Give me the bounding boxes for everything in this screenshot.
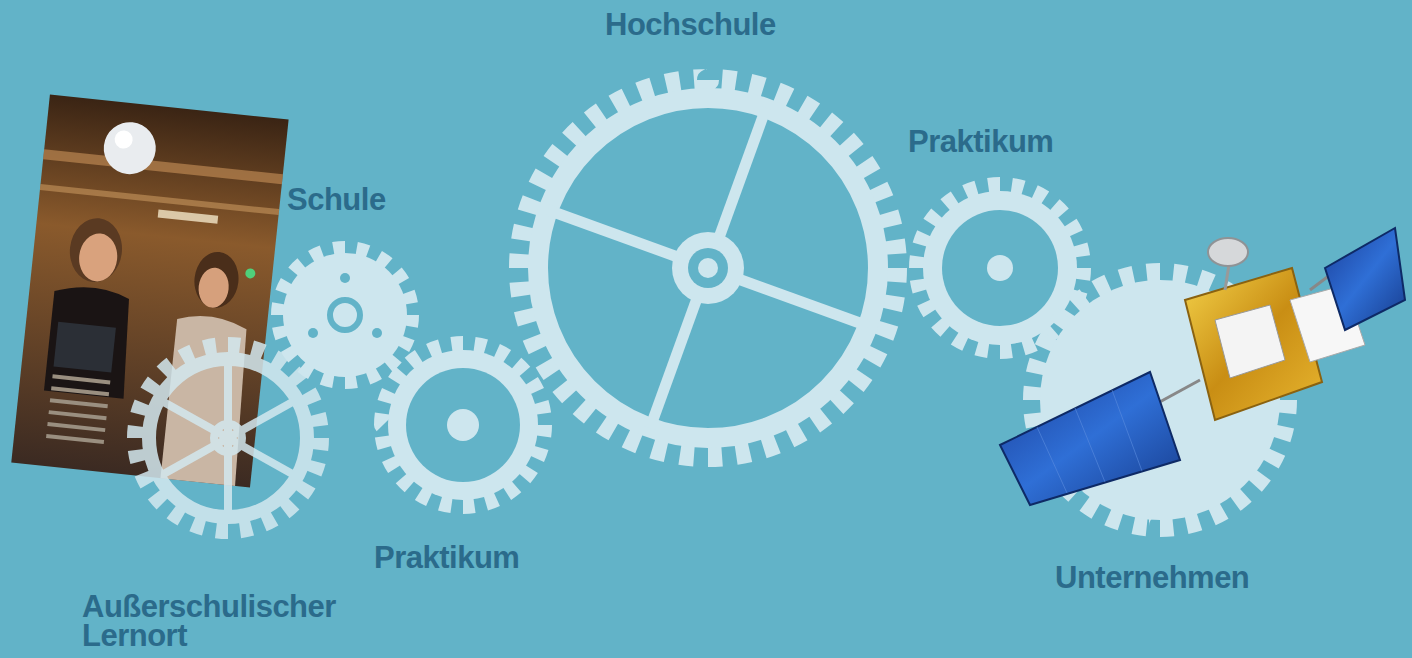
gear (136, 346, 320, 530)
gear (520, 80, 896, 456)
stage-label: Hochschule (605, 10, 776, 40)
stage-label: Schule (287, 185, 386, 215)
gear (383, 345, 543, 505)
stage-label: Unternehmen (1055, 563, 1249, 593)
stage-label: Praktikum (374, 543, 519, 573)
satellite (1000, 228, 1405, 505)
stage-label: Praktikum (908, 127, 1053, 157)
stage-label: Außerschulischer Lernort (82, 592, 382, 650)
gear (279, 249, 411, 381)
